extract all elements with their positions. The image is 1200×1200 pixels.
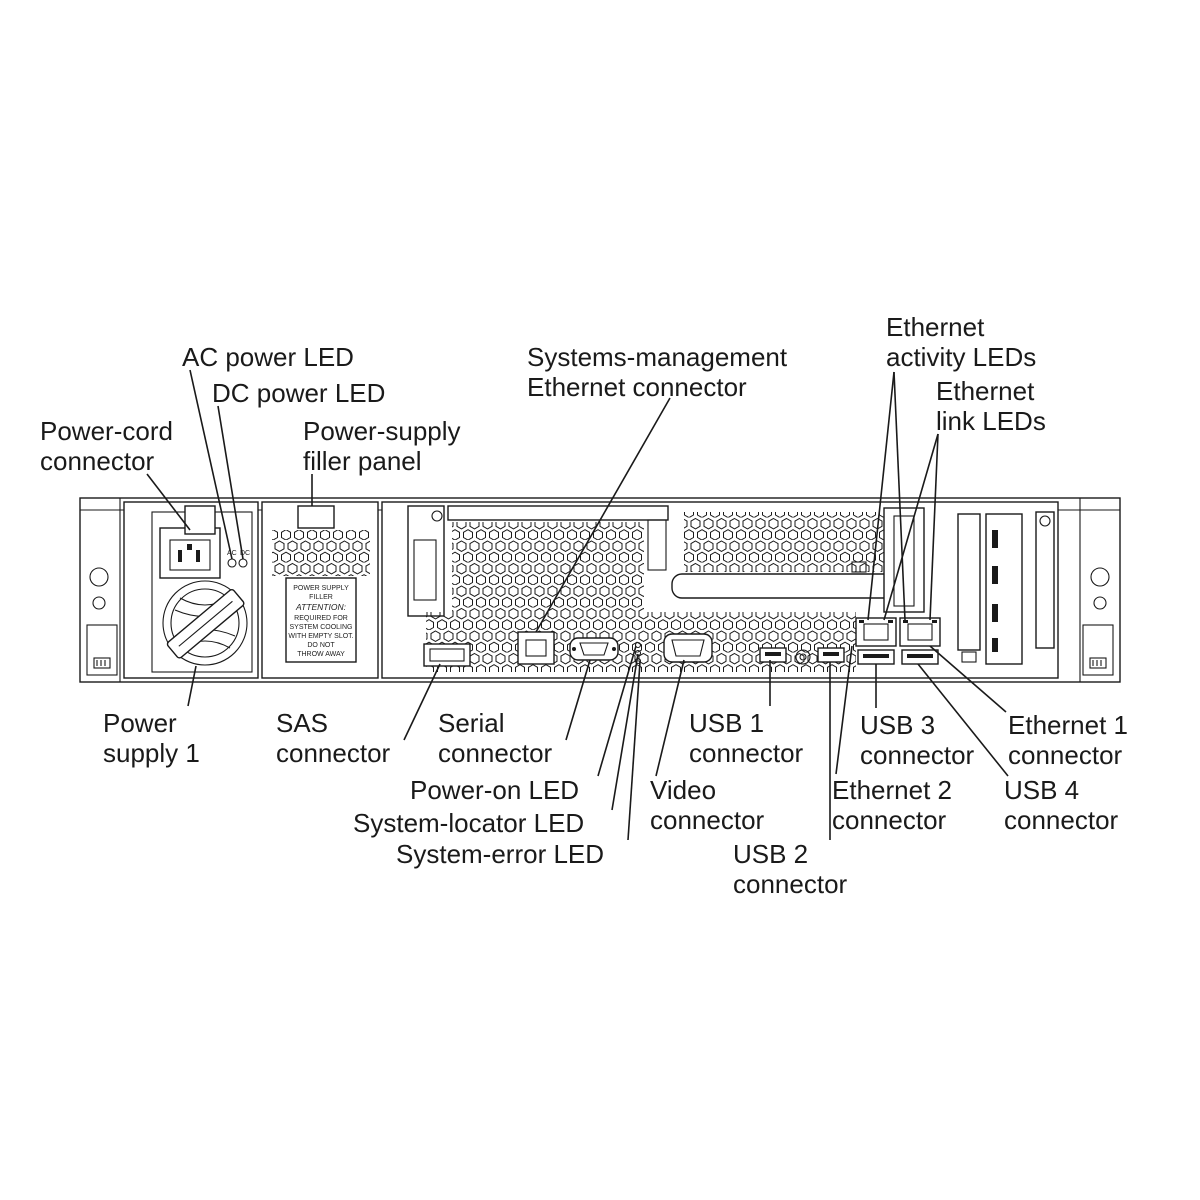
filler-label-body-1: REQUIRED FOR — [294, 615, 348, 622]
label-dc-power-led: DC power LED — [212, 378, 385, 408]
label-ethernet-2-connector-1: Ethernet 2 — [832, 775, 952, 805]
label-power-on-led: Power-on LED — [410, 775, 579, 805]
label-power-supply-filler-panel-1: Power-supply — [303, 416, 461, 446]
label-ethernet-2-connector-2: connector — [832, 805, 947, 835]
psu-handle — [166, 588, 245, 659]
filler-label-body-5: THROW AWAY — [297, 651, 345, 658]
label-system-error-led: System-error LED — [396, 839, 604, 869]
label-serial-connector-2: connector — [438, 738, 553, 768]
label-video-connector-1: Video — [650, 775, 716, 805]
psu-led-label-dc: DC — [240, 550, 250, 557]
sas-connector — [423, 643, 471, 667]
serial-connector — [569, 637, 619, 661]
label-systems-management-2: Ethernet connector — [527, 372, 747, 402]
power-supply-filler-panel: POWER SUPPLY FILLER ATTENTION: REQUIRED … — [261, 501, 379, 679]
label-system-locator-led: System-locator LED — [353, 808, 584, 838]
label-power-cord-connector-1: Power-cord — [40, 416, 173, 446]
label-usb-1-connector-1: USB 1 — [689, 708, 764, 738]
power-supply-1: AC DC — [123, 501, 259, 679]
label-power-supply-1-1: Power — [103, 708, 177, 738]
label-ethernet-activity-leds-2: activity LEDs — [886, 342, 1036, 372]
label-ac-power-led: AC power LED — [182, 342, 354, 372]
io-area — [381, 501, 1059, 679]
leader-lines — [146, 369, 1009, 841]
label-systems-management-1: Systems-management — [527, 342, 788, 372]
filler-label-attention: ATTENTION: — [295, 602, 347, 612]
label-usb-4-connector-2: connector — [1004, 805, 1119, 835]
expansion-slot-lower — [671, 573, 913, 599]
label-usb-2-connector-2: connector — [733, 869, 848, 899]
systems-management-ethernet-connector — [517, 631, 555, 665]
label-usb-3-connector-1: USB 3 — [860, 710, 935, 740]
filler-label-body-4: DO NOT — [307, 642, 335, 649]
label-usb-2-connector-1: USB 2 — [733, 839, 808, 869]
label-usb-3-connector-2: connector — [860, 740, 975, 770]
audio-port — [795, 649, 811, 665]
filler-label-line-2: FILLER — [309, 594, 333, 601]
label-ethernet-link-leds-2: link LEDs — [936, 406, 1046, 436]
label-sas-connector-1: SAS — [276, 708, 328, 738]
video-connector — [663, 633, 713, 663]
expansion-slot-upper — [447, 505, 669, 521]
label-power-supply-1-2: supply 1 — [103, 738, 200, 768]
label-power-supply-filler-panel-2: filler panel — [303, 446, 422, 476]
label-ethernet-1-connector-2: connector — [1008, 740, 1123, 770]
filler-label-body-3: WITH EMPTY SLOT. — [288, 633, 353, 640]
usb-2-connector — [817, 647, 845, 663]
label-usb-1-connector-2: connector — [689, 738, 804, 768]
label-sas-connector-2: connector — [276, 738, 391, 768]
label-power-cord-connector-2: connector — [40, 446, 155, 476]
power-cord-connector — [159, 505, 221, 579]
ethernet-1-connector — [899, 617, 941, 647]
filler-label-body-2: SYSTEM COOLING — [289, 624, 352, 631]
usb-1-connector — [759, 647, 787, 663]
usb-4-connector — [901, 649, 939, 665]
callout-labels: AC power LED DC power LED Power-cord con… — [40, 312, 1128, 899]
filler-label-line-1: POWER SUPPLY — [293, 585, 349, 592]
left-rack-ear — [86, 567, 118, 676]
label-usb-4-connector-1: USB 4 — [1004, 775, 1079, 805]
filler-label-card — [285, 577, 357, 663]
label-ethernet-activity-leds-1: Ethernet — [886, 312, 985, 342]
label-video-connector-2: connector — [650, 805, 765, 835]
psu-led-label-ac: AC — [227, 550, 237, 557]
label-serial-connector-1: Serial — [438, 708, 504, 738]
label-ethernet-1-connector-1: Ethernet 1 — [1008, 710, 1128, 740]
usb-3-connector — [857, 649, 895, 665]
power-on-led — [634, 641, 642, 649]
right-rack-ear — [1082, 567, 1114, 676]
ethernet-2-connector — [855, 617, 897, 647]
label-ethernet-link-leds-1: Ethernet — [936, 376, 1035, 406]
